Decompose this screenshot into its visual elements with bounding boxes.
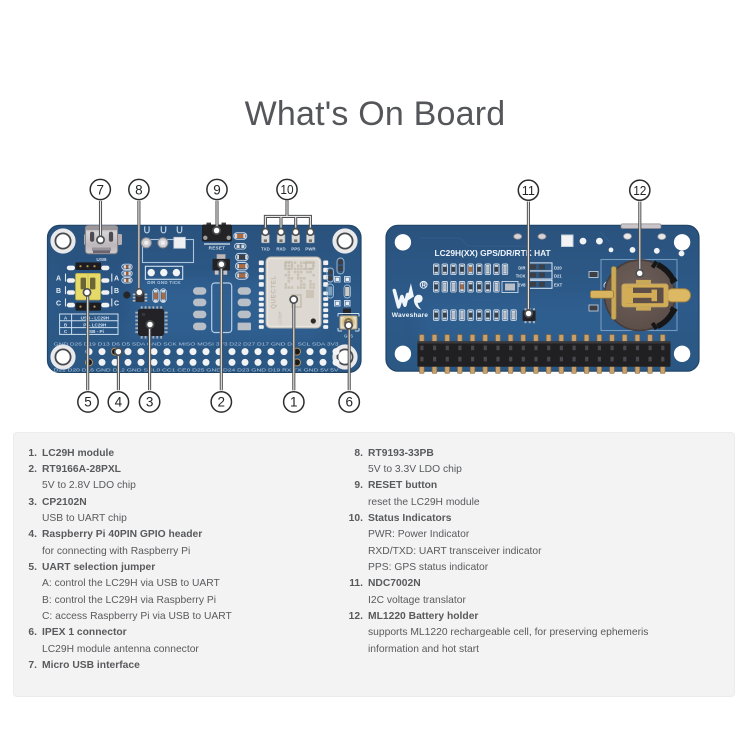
svg-text:2V8: 2V8	[518, 283, 526, 288]
svg-text:A: A	[64, 316, 68, 321]
svg-text:7: 7	[97, 182, 105, 197]
svg-text:12: 12	[633, 183, 646, 198]
svg-text:A: A	[114, 276, 119, 283]
svg-text:DIR GND TICK: DIR GND TICK	[147, 280, 181, 285]
svg-text:Pi - LC29H: Pi - LC29H	[83, 322, 107, 327]
svg-text:TXD: TXD	[261, 247, 270, 252]
svg-text:A: A	[56, 276, 61, 283]
svg-text:LC29H(XX) GPS/DR/RTK HAT: LC29H(XX) GPS/DR/RTK HAT	[435, 248, 552, 258]
svg-text:C: C	[64, 329, 68, 334]
svg-text:9: 9	[213, 182, 221, 197]
svg-text:B: B	[114, 288, 119, 295]
svg-text:RXD: RXD	[276, 247, 285, 252]
svg-text:RESET: RESET	[209, 245, 226, 250]
svg-text:D20: D20	[554, 265, 562, 270]
svg-text:2: 2	[218, 395, 226, 410]
svg-text:EXT: EXT	[554, 283, 563, 288]
svg-text:GND D26 D19 D13 D6 D5 SDA GND: GND D26 D19 D13 D6 D5 SDA GND SCK MISO M…	[54, 342, 340, 347]
svg-text:D21 D20 D16 GND D12 GND SCL0 C: D21 D20 D16 GND D12 GND SCL0 CC1 CE0 D25…	[54, 367, 339, 372]
svg-text:3: 3	[146, 395, 154, 410]
svg-text:USB - LC29H: USB - LC29H	[81, 316, 110, 321]
svg-text:USB - Pi: USB - Pi	[86, 329, 104, 334]
svg-text:11: 11	[522, 183, 535, 198]
svg-text:PPS: PPS	[291, 247, 300, 252]
svg-text:USB: USB	[96, 257, 107, 263]
svg-text:PWR: PWR	[305, 247, 316, 252]
svg-text:B: B	[64, 322, 68, 327]
svg-text:C: C	[114, 300, 119, 307]
svg-text:DIR: DIR	[518, 265, 525, 270]
svg-text:8: 8	[135, 182, 143, 197]
svg-text:B: B	[56, 288, 61, 295]
svg-text:D21: D21	[554, 273, 562, 278]
svg-text:TICK: TICK	[516, 273, 526, 278]
svg-text:Waveshare: Waveshare	[392, 312, 429, 319]
svg-text:1: 1	[290, 395, 298, 410]
svg-text:6: 6	[345, 395, 353, 410]
svg-text:QUECTEL: QUECTEL	[271, 275, 278, 309]
svg-text:5: 5	[84, 395, 92, 410]
svg-text:4: 4	[115, 395, 123, 410]
svg-text:LC29H: LC29H	[278, 311, 283, 324]
svg-text:C: C	[56, 300, 61, 307]
svg-text:10: 10	[280, 182, 293, 197]
